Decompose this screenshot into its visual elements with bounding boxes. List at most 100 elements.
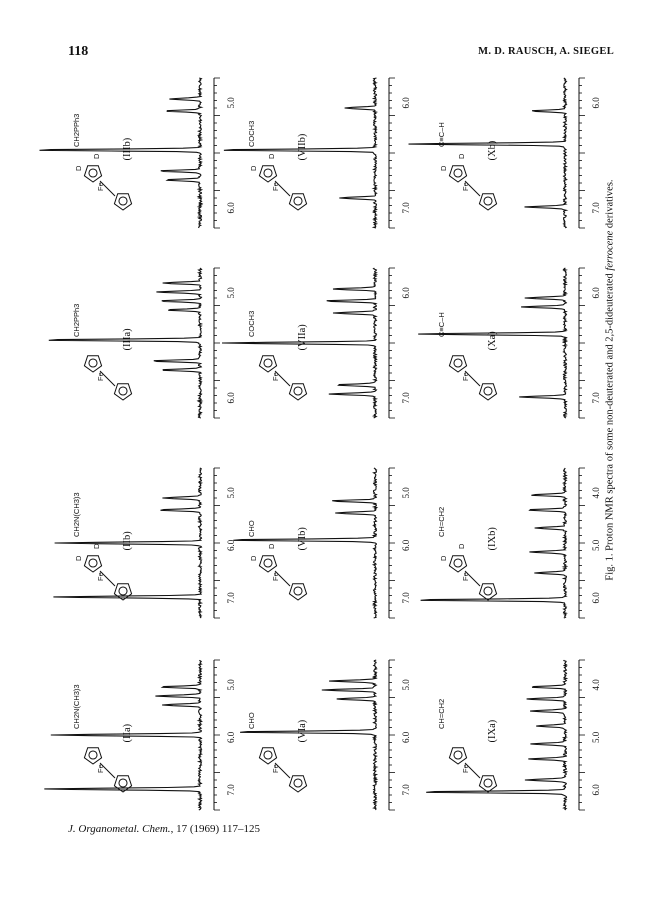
cyclopentadienyl-lower-ring [293, 586, 303, 596]
cyclopentadienyl-upper [258, 747, 278, 765]
tick-label: 6.0 [226, 392, 236, 404]
compound-label: (Xa) [487, 331, 498, 351]
spectrum-trace [48, 267, 204, 419]
deuterium-label: D [457, 153, 466, 159]
deuterium-label: D [92, 543, 101, 549]
cyclopentadienyl-lower-ring [293, 778, 303, 788]
spectrum-trace [221, 267, 379, 419]
cyclopentadienyl-lower-ring [483, 196, 493, 206]
substituent-label: C≡C–H [437, 312, 446, 337]
tick-label: 7.0 [226, 784, 236, 796]
cyclopentadienyl-lower-ring [118, 196, 128, 206]
spectrum-trace [420, 467, 569, 619]
substituent-label: CH2N(CH3)3 [72, 492, 81, 537]
tick-label: 5.0 [226, 679, 236, 691]
cyclopentadienyl-upper [258, 165, 278, 183]
tick-label: 4.0 [591, 487, 601, 499]
tick-label: 6.0 [401, 731, 411, 743]
tick-label: 4.0 [591, 679, 601, 691]
substituent-label: CH=CH2 [437, 507, 446, 537]
tick-label: 6.0 [401, 287, 411, 299]
spectrum-trace [418, 267, 569, 419]
deuterium-label: D [249, 165, 258, 171]
compound-label: (IXb) [487, 527, 498, 551]
fe-bond [274, 370, 291, 387]
fe-bond [99, 370, 116, 387]
cyclopentadienyl-upper-ring [453, 168, 463, 178]
substituent-label: CH2PPh3 [72, 304, 81, 337]
tick-label: 5.0 [226, 287, 236, 299]
cyclopentadienyl-upper-ring [453, 750, 463, 760]
journal-citation: J. Organometal. Chem., 17 (1969) 117–125 [68, 823, 260, 835]
nmr-panel-xa: 6.07.0(Xa)FeC≡C–H [418, 267, 601, 419]
cyclopentadienyl-upper-ring [453, 558, 463, 568]
cyclopentadienyl-lower [288, 383, 308, 401]
deuterium-label: D [249, 555, 258, 561]
compound-label: (IIb) [122, 531, 133, 551]
cyclopentadienyl-lower [113, 583, 133, 601]
cyclopentadienyl-upper-ring [263, 358, 273, 368]
iron-label: Fe [96, 572, 105, 581]
substituent-label: COCH3 [247, 311, 256, 337]
iron-label: Fe [96, 182, 105, 191]
cyclopentadienyl-upper-ring [88, 168, 98, 178]
cyclopentadienyl-upper [83, 555, 103, 573]
deuterium-label: D [439, 165, 448, 171]
substituent-label: C≡C–H [437, 122, 446, 147]
deuterium-label: D [457, 543, 466, 549]
spectrum-trace [223, 77, 379, 229]
fe-bond [464, 370, 481, 387]
deuterium-label: D [267, 543, 276, 549]
fe-bond [464, 180, 481, 197]
cyclopentadienyl-upper-ring [88, 750, 98, 760]
cyclopentadienyl-upper-ring [88, 558, 98, 568]
tick-label: 6.0 [591, 287, 601, 299]
cyclopentadienyl-lower [113, 193, 133, 211]
cyclopentadienyl-lower [478, 193, 498, 211]
tick-label: 7.0 [401, 392, 411, 404]
iron-label: Fe [461, 372, 470, 381]
cyclopentadienyl-upper [83, 165, 103, 183]
iron-label: Fe [271, 764, 280, 773]
tick-label: 6.0 [226, 202, 236, 214]
cyclopentadienyl-lower-ring [293, 196, 303, 206]
iron-label: Fe [461, 764, 470, 773]
cyclopentadienyl-upper [258, 555, 278, 573]
fe-bond [464, 762, 481, 779]
spectrum-trace [44, 659, 204, 811]
iron-label: Fe [461, 182, 470, 191]
deuterium-label: D [74, 555, 83, 561]
spectrum-trace [39, 77, 204, 229]
cyclopentadienyl-lower-ring [118, 778, 128, 788]
compound-label: (VIb) [297, 527, 308, 551]
compound-label: (IIa) [122, 723, 133, 742]
iron-label: Fe [96, 372, 105, 381]
cyclopentadienyl-upper-ring [263, 168, 273, 178]
tick-label: 6.0 [591, 592, 601, 604]
cyclopentadienyl-upper-ring [453, 358, 463, 368]
cyclopentadienyl-lower [478, 383, 498, 401]
fe-bond [274, 762, 291, 779]
tick-label: 5.0 [401, 679, 411, 691]
compound-label: (Xb) [487, 140, 498, 160]
substituent-label: CHO [247, 520, 256, 537]
fe-bond [99, 762, 116, 779]
cyclopentadienyl-lower-ring [483, 586, 493, 596]
tick-label: 7.0 [401, 784, 411, 796]
substituent-label: CH2N(CH3)3 [72, 684, 81, 729]
cyclopentadienyl-lower [113, 775, 133, 793]
cyclopentadienyl-upper-ring [88, 358, 98, 368]
tick-label: 6.0 [401, 539, 411, 551]
compound-label: (VIIb) [297, 133, 308, 160]
cyclopentadienyl-lower-ring [483, 386, 493, 396]
spectrum-trace [240, 659, 379, 811]
compound-label: (IIIa) [122, 328, 133, 351]
tick-label: 6.0 [226, 539, 236, 551]
caption-italic: ferrocene [604, 230, 616, 271]
cyclopentadienyl-upper [448, 355, 468, 373]
